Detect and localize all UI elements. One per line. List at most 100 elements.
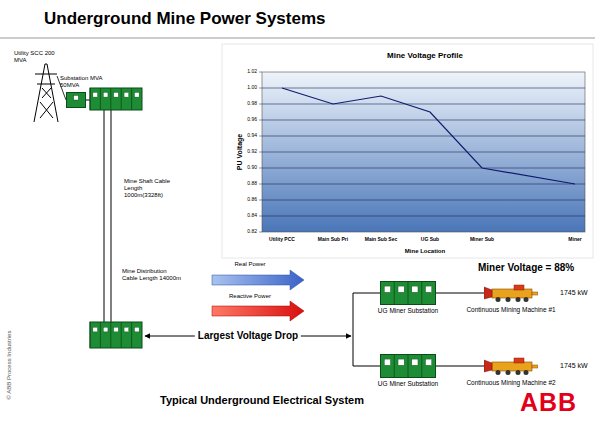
tick (259, 104, 262, 105)
machine-body (492, 362, 532, 371)
mining-machine: 1745 kWContinuous Mining Machine #2 (484, 356, 538, 376)
label: 0.96 (247, 117, 257, 123)
cell-divider (121, 322, 122, 348)
title: Underground Mine Power Systems (44, 9, 326, 29)
switchgear-icon (380, 281, 436, 305)
node-label: Continuous Mining Machine #1 (466, 306, 555, 313)
label: 0.94 (247, 133, 257, 139)
title-rule (0, 38, 595, 39)
cell-window (426, 286, 432, 292)
cell-window (93, 92, 98, 97)
node-label: Substation MVA 50MVA (60, 75, 120, 89)
cabinet (90, 322, 142, 348)
cell-window (93, 327, 98, 332)
label: 0.98 (247, 101, 257, 107)
label: Miner (568, 237, 581, 243)
label: Main Sub Pri (318, 237, 348, 243)
label: Mine Location (405, 248, 445, 255)
label: PU Voltage (236, 134, 244, 170)
node-label: 1745 kW (560, 289, 588, 297)
cabinet (90, 88, 142, 110)
transmission-tower (34, 64, 58, 122)
label: Miner Sub (470, 237, 494, 243)
tick (259, 232, 262, 233)
cell-divider (90, 322, 91, 348)
conveyor (532, 292, 538, 295)
caption: Typical Underground Electrical System (160, 394, 364, 407)
cell-window (412, 359, 418, 365)
switchgear-icon (66, 92, 86, 108)
label: Mine Shaft Cable Length 1000m(3328ft) (124, 178, 180, 199)
wheel (496, 370, 501, 375)
label: 0.82 (247, 229, 257, 235)
cell-window (398, 286, 404, 292)
machine-icon (484, 356, 538, 376)
label: Largest Voltage Drop (195, 330, 301, 342)
grid-line (262, 88, 585, 89)
grid-line (262, 120, 585, 121)
bus-link (86, 100, 90, 101)
node-label: Continuous Mining Machine #2 (466, 379, 555, 386)
tick (259, 200, 262, 201)
cell-window (134, 92, 139, 97)
voltage-line (282, 88, 575, 184)
label: 0.86 (247, 197, 257, 203)
machine-cab (514, 285, 524, 290)
cell-window (384, 286, 390, 292)
distribution-bus (353, 366, 380, 367)
cabinet (381, 282, 436, 305)
reactive-power-arrow (212, 301, 304, 321)
switchgear (90, 88, 142, 348)
substation-box: UG Miner Substation (380, 281, 436, 305)
wheel (516, 370, 521, 375)
machine-icon (484, 283, 538, 303)
cell-window (384, 359, 390, 365)
node-label: UG Miner Substation (378, 380, 438, 387)
substation-box: Substation MVA 50MVA (66, 92, 86, 108)
cell-divider (100, 88, 101, 110)
label: © ABB Process Industries (6, 331, 13, 400)
cabinet (67, 93, 86, 108)
grid-line (262, 104, 585, 105)
cell-window (426, 359, 432, 365)
cell-window (412, 286, 418, 292)
grid-line (262, 136, 585, 137)
cell-divider (380, 282, 381, 305)
cell-divider (421, 282, 422, 305)
tick (259, 168, 262, 169)
label: Mine Distribution Cable Length 14000m (122, 268, 184, 282)
label: 0.84 (247, 213, 257, 219)
cell-divider (90, 88, 91, 110)
wheel (496, 297, 501, 302)
label: Reactive Power (229, 293, 271, 300)
tick (259, 152, 262, 153)
label: ABB (520, 388, 577, 417)
tick (259, 120, 262, 121)
cell-window (114, 92, 119, 97)
wheel (524, 370, 529, 375)
cell-divider (100, 322, 101, 348)
cell-window (398, 359, 404, 365)
cabinet (381, 355, 436, 378)
cell-window (103, 327, 108, 332)
cell-divider (66, 93, 67, 108)
distribution-bus (353, 293, 380, 294)
cell-divider (131, 322, 132, 348)
node-label: UG Miner Substation (378, 307, 438, 314)
cell-divider (131, 88, 132, 110)
cell-window (74, 96, 79, 101)
cell-divider (110, 322, 111, 348)
cutter-head (484, 360, 492, 372)
label: Main Sub Sec (365, 237, 398, 243)
shaft-cable (111, 110, 112, 322)
wheel (516, 297, 521, 302)
cell-window (134, 327, 139, 332)
conveyor (532, 365, 538, 368)
wheel (506, 297, 511, 302)
switchgear-icon (380, 354, 436, 378)
cable (436, 293, 484, 294)
label: 1.02 (247, 69, 257, 75)
label: Utility PCC (269, 237, 295, 243)
grid-line (262, 216, 585, 217)
